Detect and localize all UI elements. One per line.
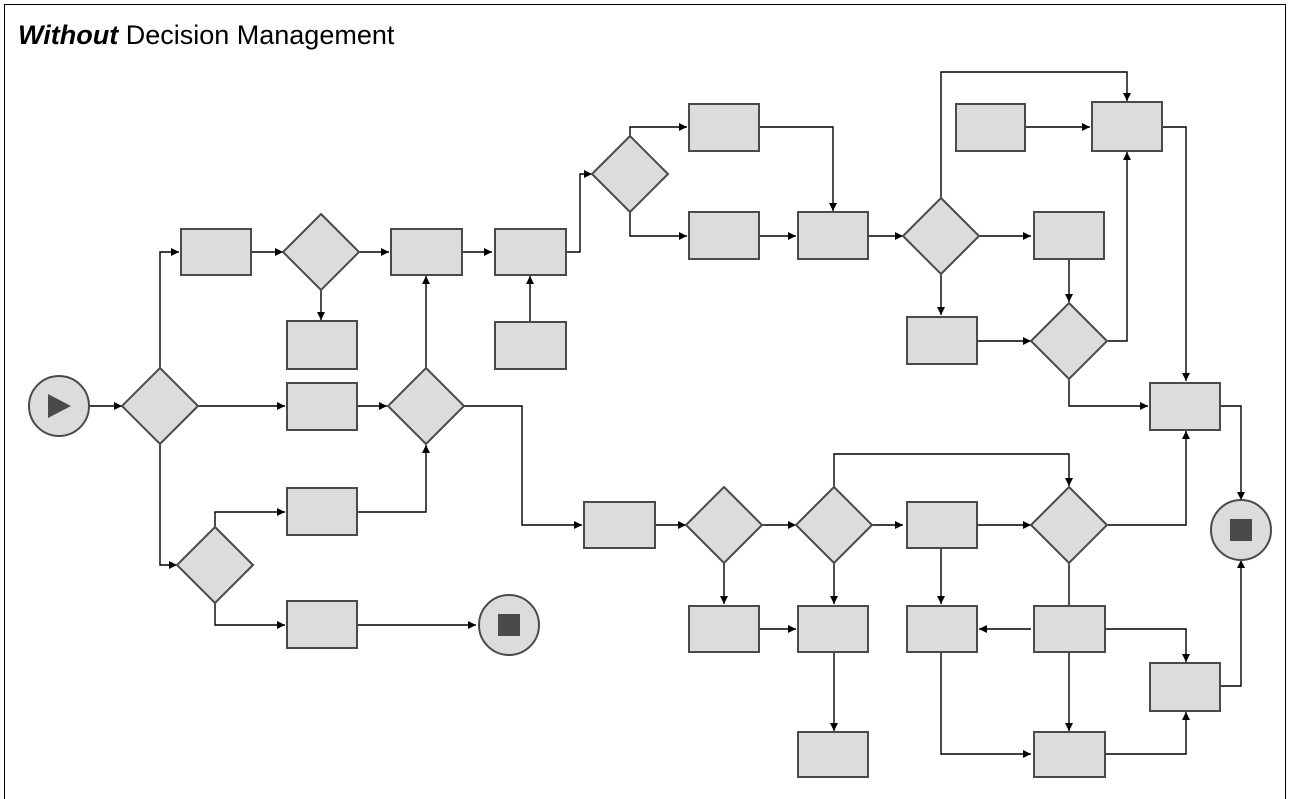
decision-gateway	[590, 134, 670, 214]
task-box	[1033, 731, 1106, 778]
task-boxes	[180, 101, 1221, 778]
task-box	[286, 382, 358, 431]
task-box	[955, 103, 1026, 152]
decision-gateway	[1029, 485, 1109, 565]
task-box	[906, 605, 978, 653]
decision-gateway	[175, 525, 255, 605]
start-event	[28, 375, 90, 437]
task-box	[180, 228, 252, 276]
task-box	[906, 316, 978, 365]
connectors	[90, 71, 1245, 758]
diagram-frame	[4, 4, 1286, 799]
task-box	[688, 103, 760, 152]
task-box	[286, 487, 358, 536]
title-rest: Decision Management	[118, 20, 395, 50]
decision-gateway	[794, 485, 874, 565]
task-box	[1149, 662, 1221, 712]
task-box	[390, 228, 463, 276]
task-box	[797, 605, 869, 653]
task-box	[494, 321, 567, 370]
end-event	[1210, 499, 1272, 561]
task-box	[1033, 605, 1106, 653]
decision-gateway	[120, 366, 200, 446]
stop-icon	[1230, 519, 1252, 541]
task-box	[1149, 382, 1221, 431]
task-box	[286, 320, 358, 370]
decision-gateway	[386, 366, 466, 446]
task-box	[1091, 101, 1163, 152]
page-title: Without Decision Management	[18, 20, 394, 51]
decision-gateway	[1029, 301, 1109, 381]
task-box	[688, 605, 760, 653]
task-box	[1033, 211, 1105, 260]
play-icon	[48, 394, 71, 418]
task-box	[688, 211, 760, 260]
decision-gateway	[684, 485, 764, 565]
task-box	[494, 228, 567, 276]
task-box	[797, 731, 869, 778]
title-emphasis: Without	[18, 20, 119, 50]
decision-gateway	[281, 212, 361, 292]
decision-gateways	[120, 134, 1109, 605]
stop-icon	[498, 614, 520, 636]
decision-gateway	[901, 196, 981, 276]
end-event	[478, 594, 540, 656]
task-box	[583, 501, 656, 549]
task-box	[286, 600, 358, 649]
task-box	[797, 211, 869, 260]
task-box	[906, 501, 978, 549]
